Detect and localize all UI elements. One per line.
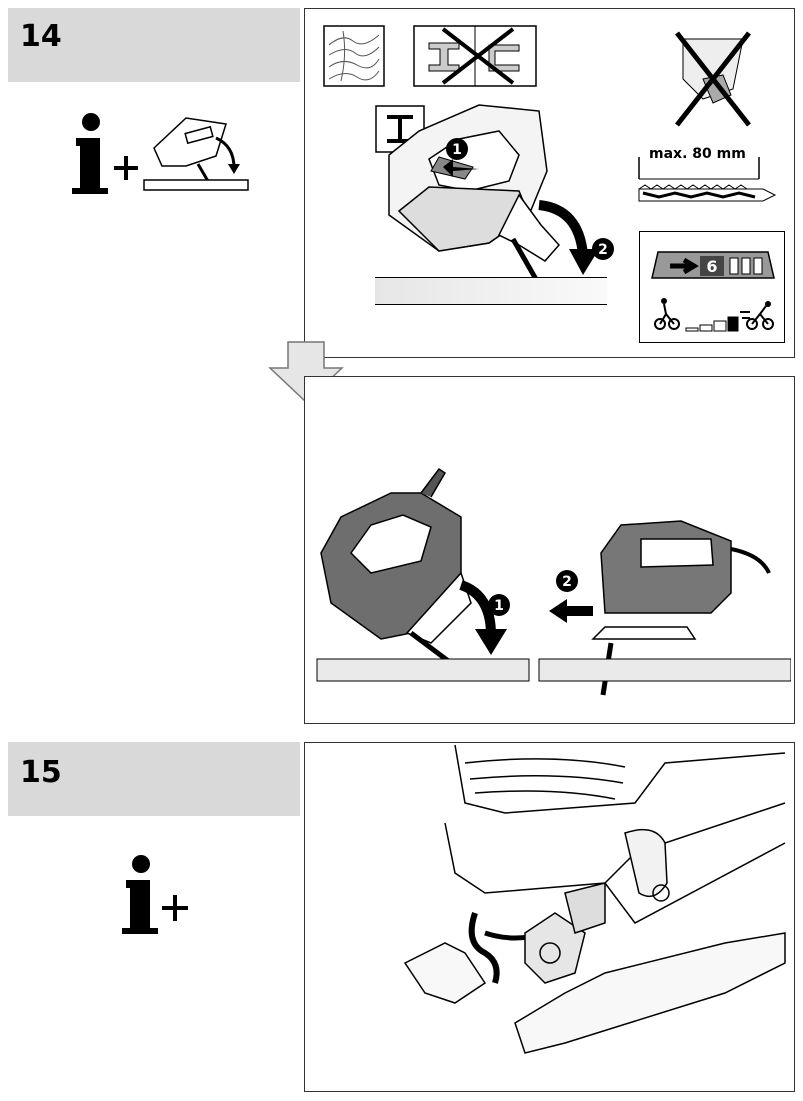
no-hand-support-icon: [673, 29, 753, 134]
info-plus-icon-15: [116, 850, 196, 940]
speed-setting-box: 6: [639, 231, 785, 343]
tilt-arrow: 2: [535, 199, 645, 284]
metal-profile-crossed-icon: [413, 25, 537, 92]
workpiece: [375, 277, 607, 305]
wood-material-icon: [323, 25, 385, 92]
blade-length-diagram: [635, 149, 785, 214]
blade-clamp-closeup: [305, 743, 794, 1096]
info-plus-icon: [66, 108, 256, 198]
callout-1b: 1: [494, 598, 504, 614]
callout-2: 2: [598, 242, 608, 258]
step-15-header: 15: [8, 742, 300, 816]
step-15-panel: [304, 742, 795, 1092]
callout-2b: 2: [562, 574, 572, 590]
speed-value: 6: [706, 257, 717, 276]
step-14-top-panel: 1 2 max. 80 mm: [304, 8, 795, 358]
jigsaw-illustration: 1: [369, 95, 619, 320]
callout-1: 1: [452, 142, 462, 158]
max-length-label: max. 80 mm: [649, 146, 746, 162]
step-14-number: 14: [20, 19, 62, 54]
step-14-bottom-panel: 1 2: [304, 376, 795, 724]
plunge-cut-illustration: 1 2: [311, 463, 792, 718]
step-14-header: 14: [8, 8, 300, 82]
step-15-number: 15: [20, 755, 62, 790]
